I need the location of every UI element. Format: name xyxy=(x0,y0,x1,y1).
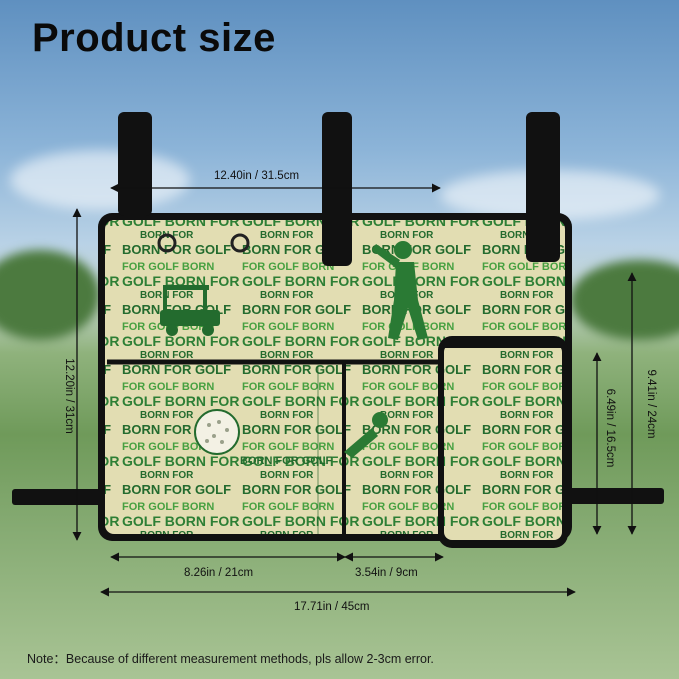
golfer-silhouette-icon xyxy=(372,241,428,340)
top-strap-right xyxy=(526,112,560,262)
top-strap-left xyxy=(118,112,152,216)
total-width-label: 17.71in / 45cm xyxy=(294,601,370,613)
bottle-width-label: 3.54in / 9cm xyxy=(355,567,418,579)
bottle-height-label: 9.41in / 24cm xyxy=(645,369,657,439)
bottle-holder xyxy=(444,344,562,540)
golf-ball-icon xyxy=(194,409,240,455)
background-tree xyxy=(0,250,100,340)
side-strap-right xyxy=(560,488,664,504)
pocket-height-label: 6.49in / 16.5cm xyxy=(604,388,616,468)
background-cloud xyxy=(10,150,190,210)
background-tree xyxy=(570,260,679,340)
d-ring-left xyxy=(157,233,177,253)
page-title: Product size xyxy=(32,16,276,60)
top-width-label: 12.40in / 31.5cm xyxy=(214,170,300,182)
golf-cart-icon xyxy=(160,285,220,336)
top-strap-middle xyxy=(322,112,352,266)
measurement-note: Note：Because of different measurement me… xyxy=(27,652,434,666)
pocket-width-label: 8.26in / 21cm xyxy=(184,567,254,579)
height-label: 12.20in / 31cm xyxy=(63,358,75,434)
side-strap-left xyxy=(12,489,112,505)
fabric-print-text: BORN FOR GOLF xyxy=(240,455,333,467)
d-ring-right xyxy=(230,233,250,253)
